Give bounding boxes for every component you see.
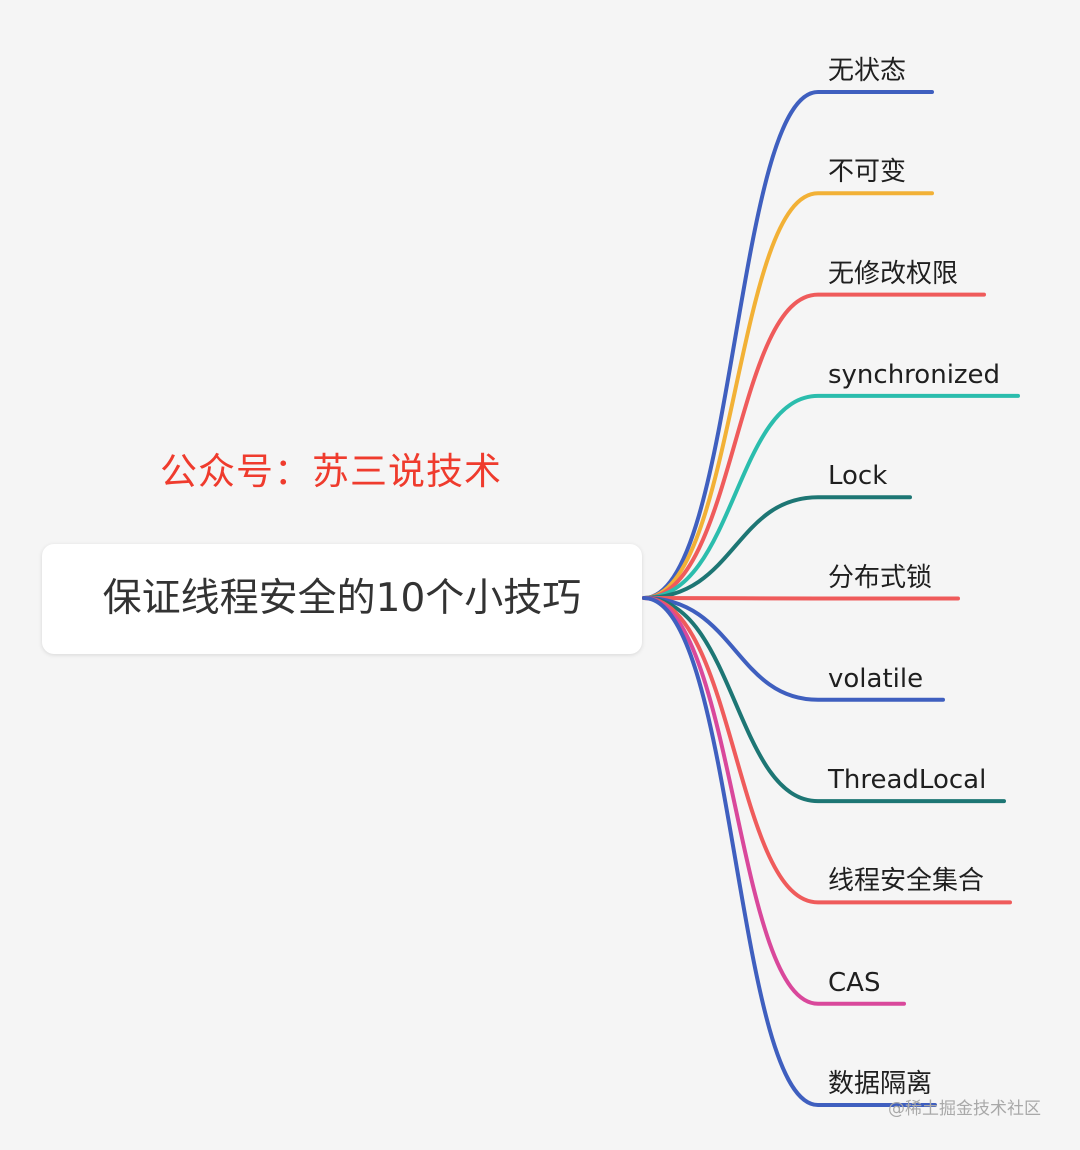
branch-connector (642, 90, 934, 600)
juejin-watermark: @稀土掘金技术社区 (888, 1099, 1041, 1119)
branch-connector (642, 292, 986, 600)
branch-connector (642, 393, 1020, 600)
branch-connector (642, 596, 1006, 804)
branch-node-label[interactable]: ThreadLocal (828, 765, 987, 796)
branch-node-label[interactable]: 无状态 (828, 56, 907, 86)
branch-node-label[interactable]: 数据隔离 (828, 1069, 933, 1099)
branch-connector (642, 596, 937, 1107)
branch-connector (642, 596, 945, 702)
branch-node-label[interactable]: CAS (828, 967, 881, 998)
branch-connector (642, 596, 906, 1006)
branch-node-label[interactable]: 线程安全集合 (828, 866, 985, 897)
branch-connector (642, 596, 960, 601)
branch-node-label[interactable]: 无修改权限 (828, 258, 959, 289)
branch-node-label[interactable]: volatile (828, 663, 924, 694)
branch-node-label[interactable]: 不可变 (828, 157, 907, 188)
branch-connector (642, 495, 912, 600)
branch-connector (642, 596, 1012, 905)
branch-node-label[interactable]: synchronized (828, 359, 1001, 390)
branch-connector (642, 191, 934, 600)
wechat-account-caption: 公众号：苏三说技术 (160, 450, 502, 493)
branch-node-label[interactable]: Lock (828, 461, 888, 492)
root-node[interactable]: 保证线程安全的10个小技巧 (42, 544, 642, 654)
branch-node-label[interactable]: 分布式锁 (828, 562, 933, 593)
root-node-label: 保证线程安全的10个小技巧 (102, 576, 582, 621)
